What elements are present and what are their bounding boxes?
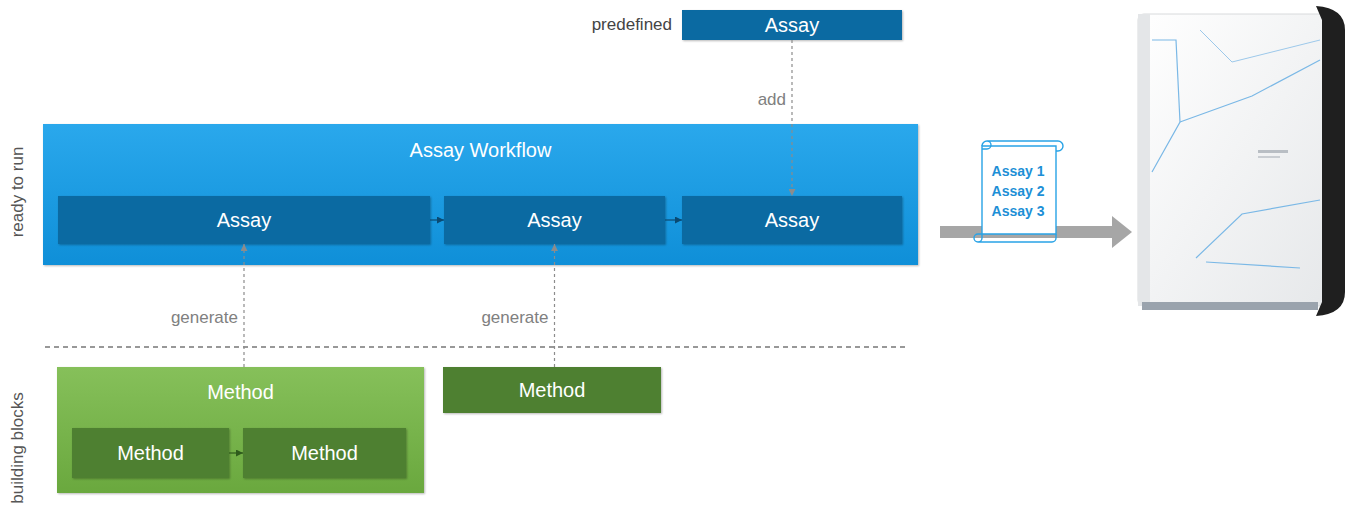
scroll-sheet [982,146,1056,234]
qualifier-label: predefined [592,15,672,35]
assay-box: Assay [444,196,665,244]
scroll-curl [974,234,1056,242]
instrument-line [1200,30,1320,62]
scroll-curl [982,141,1063,151]
workflow-panel: Assay WorkflowAssay Assay Assay [43,124,918,265]
box-label: Method [291,441,358,465]
instrument-line [1180,60,1320,122]
instrument-illustration [1138,6,1345,316]
panel-title: Assay Workflow [410,138,552,162]
instrument-line [1152,40,1180,172]
instrument-frame [1316,6,1345,316]
method-box: Method [243,428,406,478]
instrument-logo [1258,156,1280,158]
edge-label: generate [169,308,240,328]
box-label: Method [519,378,586,402]
instrument-line [1206,262,1300,268]
section-label: ready to run [8,147,28,238]
qualifier-label-holder: predefined [592,15,672,35]
box-label: Assay [527,208,581,232]
dashed-arrow [791,40,792,196]
flow-arrow [229,452,243,453]
instrument-body [1138,14,1328,306]
edge-label: add [756,90,788,110]
assay-list-item: Assay 2 [992,181,1045,201]
assay-list-scroll: Assay 1Assay 2Assay 3 [972,138,1064,244]
box-label: Assay [765,208,819,232]
assay-box: Assay [682,196,902,244]
dashed-arrow [243,244,244,367]
assay-box: Assay [58,196,430,244]
edge-label-holder: generate [479,308,550,328]
edge-label-holder: add [756,90,788,110]
edge-label: generate [479,308,550,328]
instrument-side [1138,14,1150,306]
dashed-arrow [554,244,555,367]
flow-arrow [665,219,682,220]
section-label: building blocks [8,392,28,504]
panel-title: Method [207,380,274,404]
box-label: Method [117,441,184,465]
box-label: Assay [765,13,819,37]
box-label: Assay [217,208,271,232]
method-box: Method [443,367,661,413]
method-box: Method [72,428,229,478]
section-label-holder: building blocks [8,392,28,504]
assay-box: Assay [682,10,902,40]
edge-label-holder: generate [169,308,240,328]
section-label-holder: ready to run [8,147,28,238]
instrument-base [1142,302,1318,310]
instrument-logo [1258,150,1288,153]
method-group: MethodMethodMethod [57,367,424,493]
instrument-line [1196,200,1320,258]
divider-line [45,346,905,347]
assay-list-item: Assay 3 [992,201,1045,221]
flow-arrow [430,219,444,220]
assay-list-item: Assay 1 [992,161,1045,181]
